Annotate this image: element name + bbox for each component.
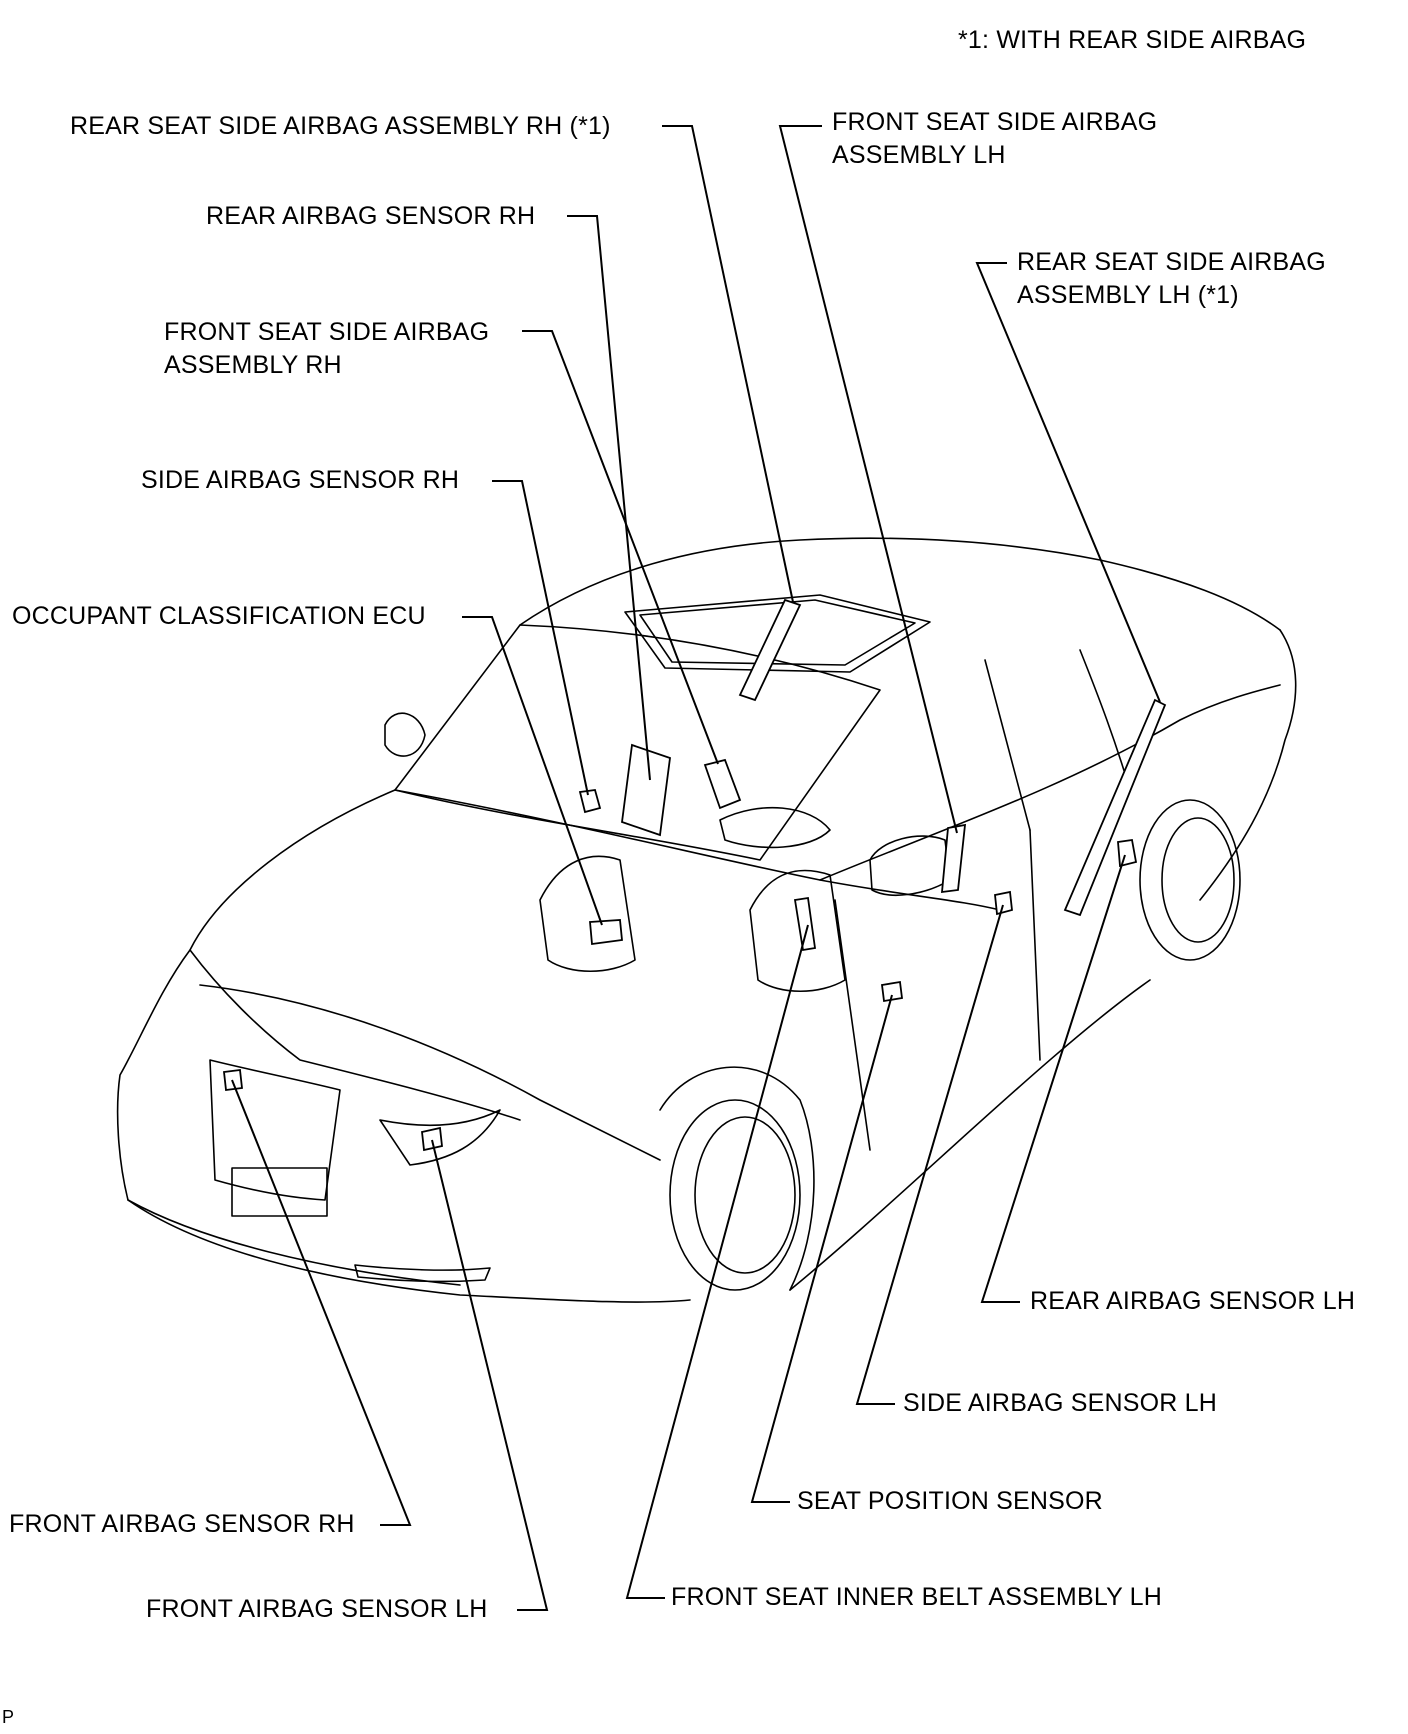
label-front-seat-side-airbag-lh-line1: FRONT SEAT SIDE AIRBAG xyxy=(832,108,1158,136)
front-wheel-rim xyxy=(694,1116,796,1274)
front-bumper xyxy=(127,1199,461,1286)
label-front-seat-side-airbag-rh: FRONT SEAT SIDE AIRBAG ASSEMBLY RH xyxy=(164,316,489,382)
rear-wheel-rim xyxy=(1161,817,1235,943)
label-front-airbag-sensor-rh: FRONT AIRBAG SENSOR RH xyxy=(9,1510,355,1538)
rear-end xyxy=(1199,629,1297,901)
beltline xyxy=(819,684,1281,881)
label-rear-seat-side-airbag-rh: REAR SEAT SIDE AIRBAG ASSEMBLY RH (*1) xyxy=(70,112,611,140)
license-plate xyxy=(231,1167,328,1217)
occupant-classification-ecu-part xyxy=(589,919,623,946)
grille xyxy=(209,1059,341,1201)
label-side-airbag-sensor-rh: SIDE AIRBAG SENSOR RH xyxy=(141,466,460,494)
front-seat-side-airbag-lh-part xyxy=(940,823,967,894)
label-front-seat-side-airbag-rh-line1: FRONT SEAT SIDE AIRBAG xyxy=(164,318,490,346)
leader-occupant-classification-ecu xyxy=(462,616,603,926)
label-rear-airbag-sensor-lh: REAR AIRBAG SENSOR LH xyxy=(1030,1287,1356,1315)
hood-front-edge xyxy=(189,949,521,1121)
seat-position-sensor-part xyxy=(880,980,904,1003)
label-rear-seat-side-airbag-lh-line1: REAR SEAT SIDE AIRBAG xyxy=(1017,248,1326,276)
leader-front-seat-side-airbag-rh xyxy=(522,330,719,765)
windshield xyxy=(394,624,881,861)
label-front-seat-side-airbag-lh-line2: ASSEMBLY LH xyxy=(832,141,1006,169)
front-airbag-sensor-lh-part xyxy=(421,1126,443,1152)
footnote-with-rear-side-airbag: *1: WITH REAR SIDE AIRBAG xyxy=(958,26,1307,54)
side-sill xyxy=(789,979,1151,1291)
label-front-airbag-sensor-lh: FRONT AIRBAG SENSOR LH xyxy=(146,1595,488,1623)
rear-seat-side-airbag-lh-part xyxy=(1063,698,1167,917)
front-seat-inner-belt-lh-part xyxy=(793,896,817,952)
label-front-seat-side-airbag-lh: FRONT SEAT SIDE AIRBAG ASSEMBLY LH xyxy=(832,106,1157,172)
front-seat-side-airbag-rh-part xyxy=(703,758,742,810)
leader-front-airbag-sensor-rh xyxy=(231,1079,412,1526)
label-rear-seat-side-airbag-lh-line2: ASSEMBLY LH (*1) xyxy=(1017,281,1239,309)
rear-door-line xyxy=(1029,829,1041,1061)
leader-rear-airbag-sensor-lh xyxy=(980,854,1126,1303)
label-seat-position-sensor: SEAT POSITION SENSOR xyxy=(797,1487,1103,1515)
sunroof xyxy=(624,594,931,673)
leader-rear-airbag-sensor-rh xyxy=(567,215,651,781)
front-wheel-arch xyxy=(659,1066,815,1291)
fog-lamp xyxy=(354,1264,491,1283)
leader-side-airbag-sensor-rh xyxy=(492,480,589,796)
b-pillar xyxy=(984,659,1031,831)
leader-side-airbag-sensor-lh xyxy=(855,904,1004,1405)
steering-wheel xyxy=(719,806,831,849)
corner-mark: P xyxy=(2,1707,15,1727)
leader-front-airbag-sensor-lh xyxy=(431,1139,549,1611)
label-occupant-classification-ecu: OCCUPANT CLASSIFICATION ECU xyxy=(12,602,426,630)
rear-seat-side-airbag-rh-part xyxy=(738,598,802,702)
rear-airbag-sensor-lh-part xyxy=(1117,838,1138,868)
front-seat-rh xyxy=(539,855,636,973)
label-front-seat-side-airbag-rh-line2: ASSEMBLY RH xyxy=(164,351,342,379)
leader-rear-seat-side-airbag-lh xyxy=(975,262,1161,703)
leader-front-seat-side-airbag-lh xyxy=(778,125,958,834)
front-wheel xyxy=(669,1099,801,1291)
label-rear-seat-side-airbag-lh: REAR SEAT SIDE AIRBAG ASSEMBLY LH (*1) xyxy=(1017,246,1326,312)
hood-crease xyxy=(199,984,661,1161)
front-door-line xyxy=(834,899,871,1151)
label-rear-airbag-sensor-rh: REAR AIRBAG SENSOR RH xyxy=(206,202,536,230)
leader-seat-position-sensor xyxy=(750,994,893,1503)
side-airbag-sensor-lh-part xyxy=(994,890,1013,916)
label-side-airbag-sensor-lh: SIDE AIRBAG SENSOR LH xyxy=(903,1389,1218,1417)
leader-rear-seat-side-airbag-rh xyxy=(662,125,794,603)
leader-front-seat-inner-belt-lh xyxy=(625,924,809,1599)
label-front-seat-inner-belt-lh: FRONT SEAT INNER BELT ASSEMBLY LH xyxy=(671,1583,1163,1611)
side-airbag-sensor-rh-part xyxy=(578,789,602,814)
rear-wheel xyxy=(1139,799,1241,961)
mirror-rh xyxy=(384,712,426,757)
hood-line xyxy=(394,789,1001,911)
body-outline xyxy=(116,789,691,1303)
rear-airbag-sensor-rh-part xyxy=(621,743,671,837)
front-seat-lh xyxy=(749,869,846,993)
